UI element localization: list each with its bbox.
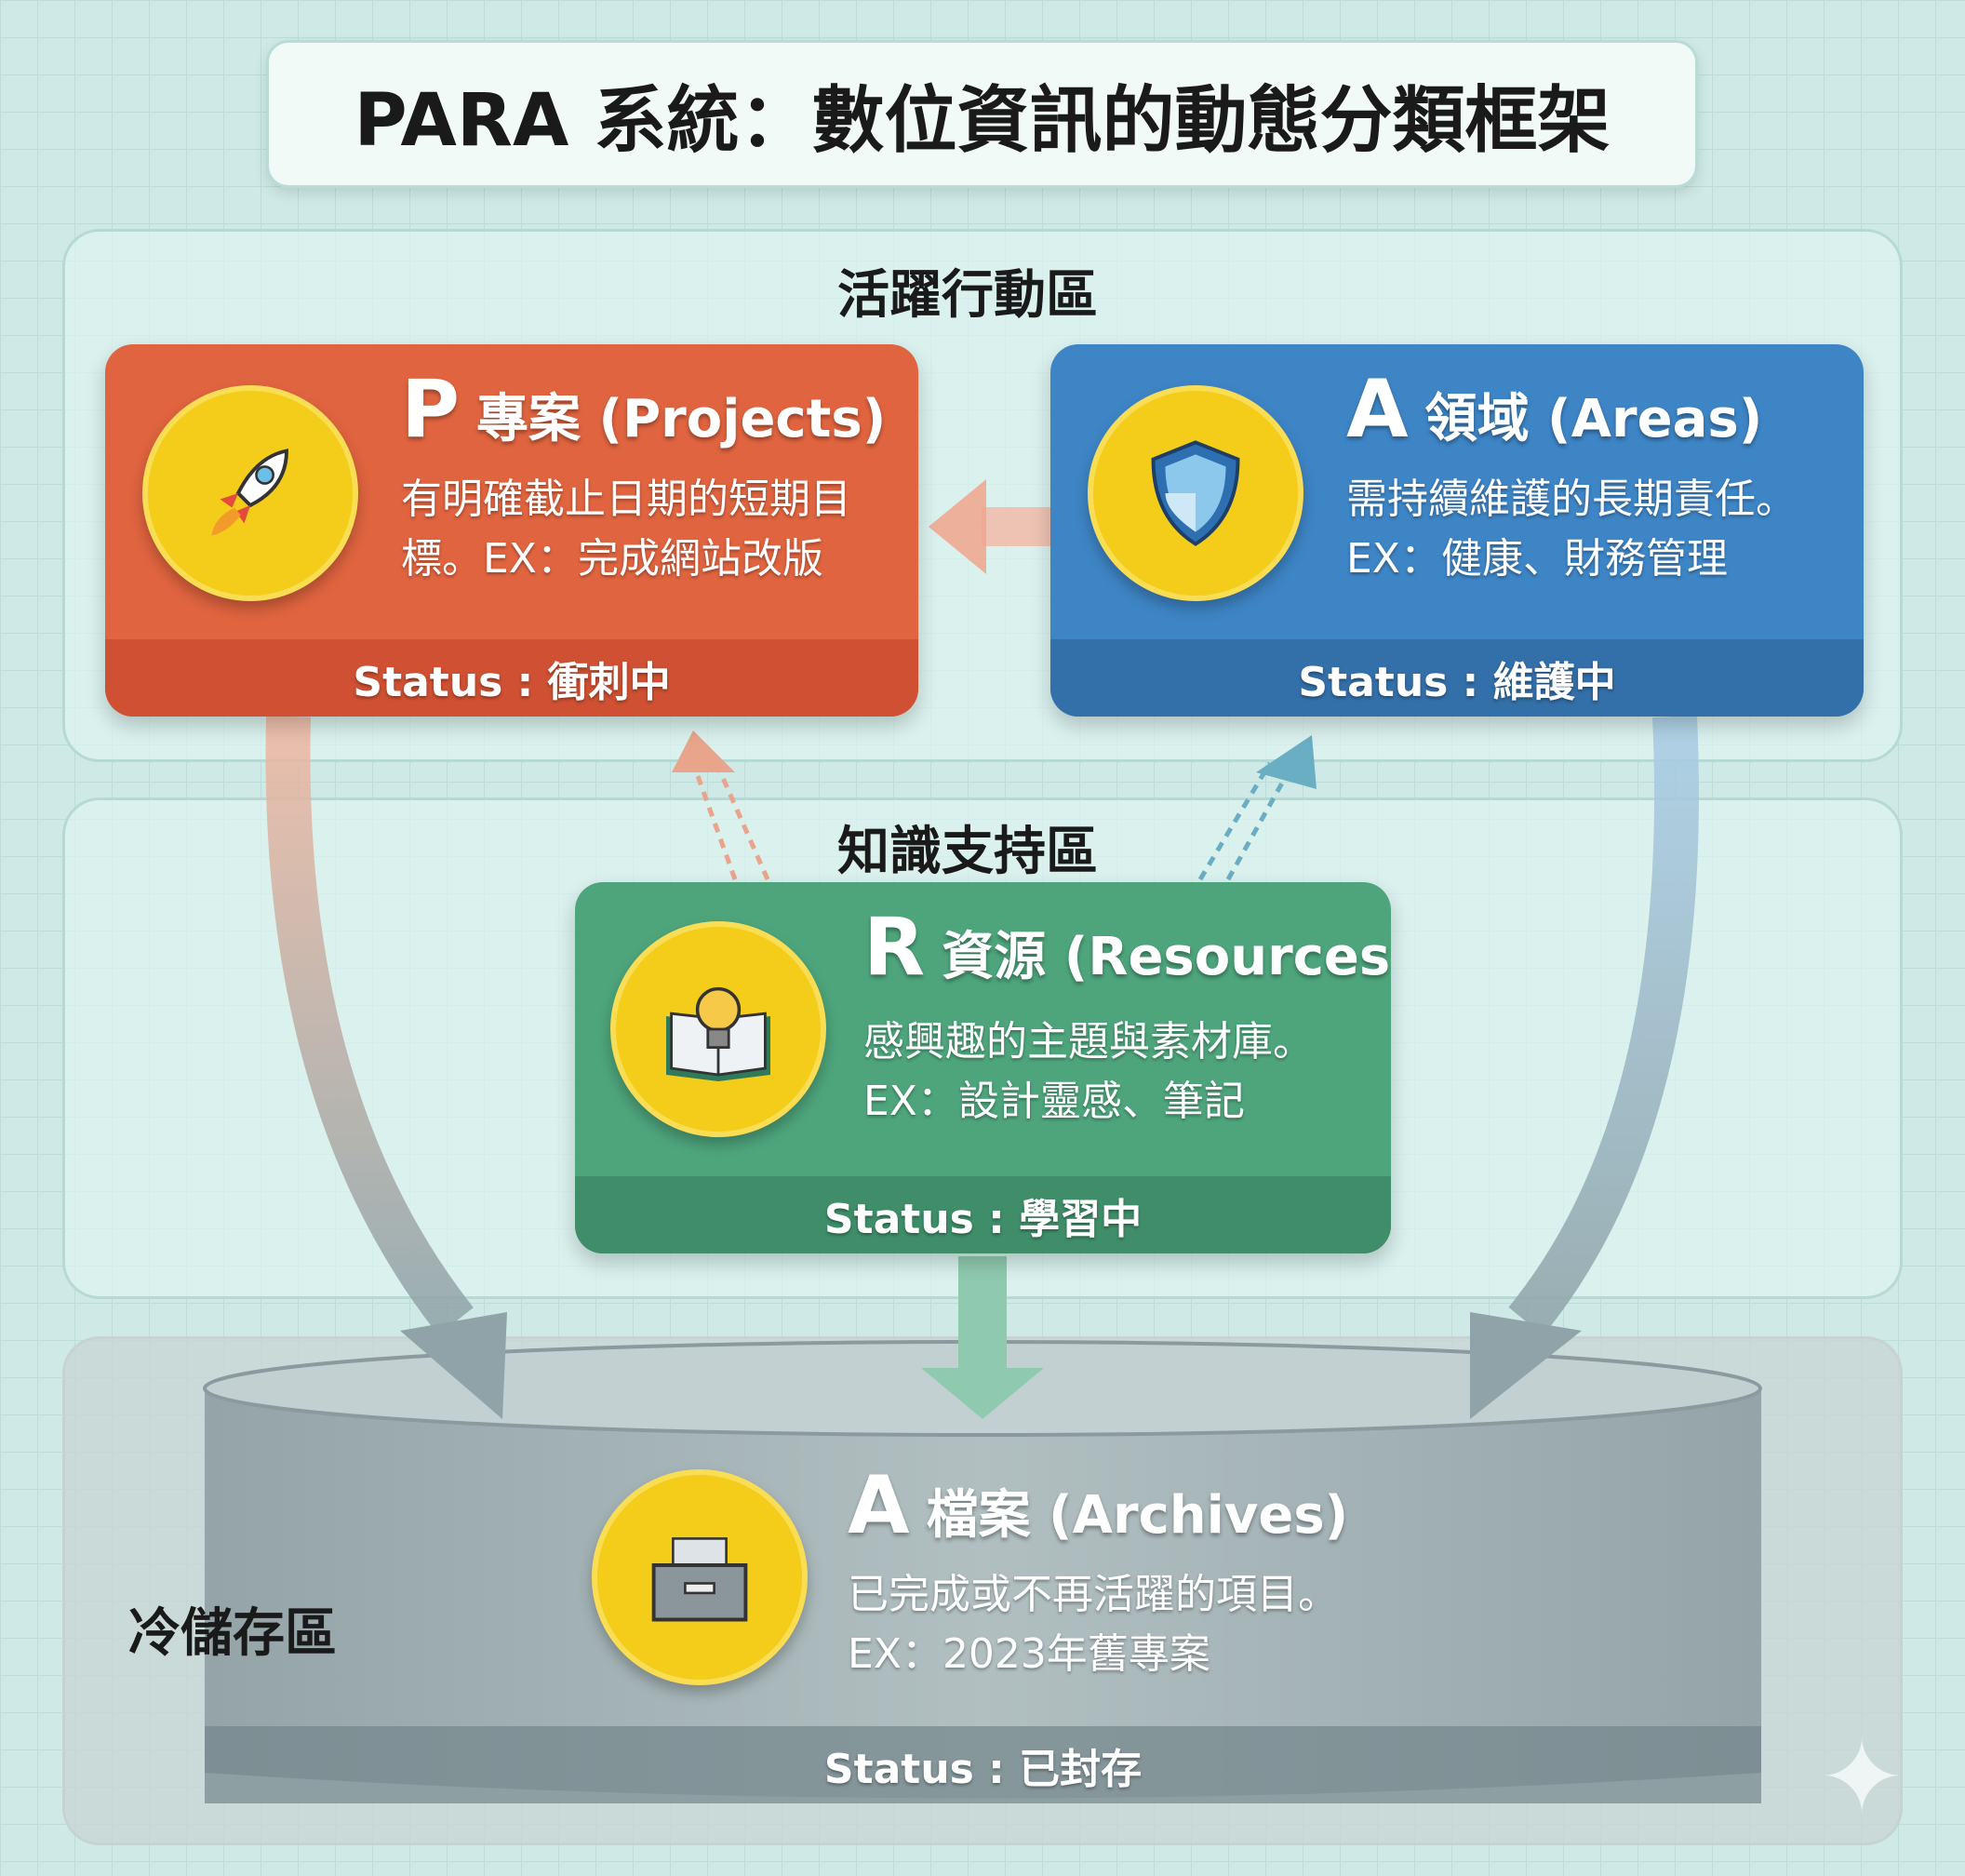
card-description: 需持續維護的長期責任。 — [1346, 476, 1797, 523]
card-example: EX：健康、財務管理 — [1346, 535, 1728, 583]
card-name: 領域 (Areas) — [1424, 389, 1763, 449]
card-name: 專案 (Projects) — [476, 389, 887, 449]
arrow-resources-to-projects — [672, 730, 770, 881]
status-badge: Status : 衝刺中 — [105, 639, 918, 717]
arrow-areas-to-projects — [929, 479, 1051, 574]
card-description: 感興趣的主題與素材庫。 — [863, 1018, 1314, 1065]
sparkle-icon: ✦ — [1819, 1718, 1905, 1837]
rocket-icon — [142, 385, 358, 601]
card-letter: R — [863, 901, 926, 994]
card-example: EX：設計靈感、筆記 — [863, 1078, 1245, 1125]
zone-support-label: 知識支持區 — [837, 822, 1098, 882]
lightbulb-book-icon — [610, 921, 826, 1137]
arrow-projects-to-archives — [265, 716, 507, 1419]
card-letter: A — [1346, 363, 1409, 456]
card-name: 資源 (Resources) — [942, 927, 1391, 987]
arrow-resources-to-archives — [921, 1256, 1044, 1419]
card-letter: A — [848, 1459, 910, 1552]
card-name: 檔案 (Archives) — [926, 1485, 1349, 1546]
arrow-resources-to-areas — [1197, 735, 1317, 881]
zone-cold-label: 冷儲存區 — [128, 1603, 337, 1664]
zone-active-label: 活躍行動區 — [837, 265, 1098, 326]
status-badge: Status : 已封存 — [823, 1745, 1143, 1793]
card-description: 有明確截止日期的短期目標。EX：完成網站改版 — [401, 476, 851, 583]
card-letter: P — [401, 363, 461, 456]
arrow-areas-to-archives — [1470, 715, 1699, 1419]
shield-icon — [1088, 385, 1303, 601]
page-title: PARA 系統：數位資訊的動態分類框架 — [266, 40, 1698, 188]
card-description: 已完成或不再活躍的項目。 — [848, 1571, 1339, 1618]
status-badge: Status : 學習中 — [575, 1176, 1391, 1253]
card-resources[interactable]: R 資源 (Resources) 感興趣的主題與素材庫。 EX：設計靈感、筆記 S… — [575, 882, 1391, 1253]
card-example: EX：2023年舊專案 — [848, 1630, 1210, 1678]
status-badge: Status : 維護中 — [1050, 639, 1864, 717]
archive-drawer-icon — [592, 1469, 808, 1685]
